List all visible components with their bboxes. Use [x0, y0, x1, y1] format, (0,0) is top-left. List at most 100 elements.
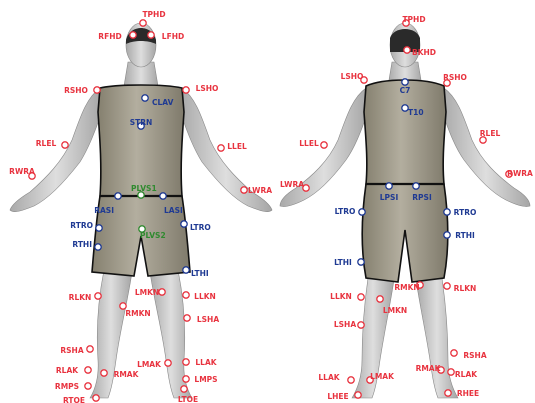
back-marker-rmkn: RMKN — [394, 282, 423, 292]
back-marker-llkn: LLKN — [330, 292, 364, 301]
back-marker-label-rhee: RHEE — [457, 389, 479, 398]
front-marker-label-tphd: TPHD — [142, 10, 165, 19]
front-marker-lmak: LMAK — [137, 360, 171, 369]
back-marker-lmak: LMAK — [367, 372, 395, 383]
front-marker-label-lthi: LTHI — [191, 269, 209, 278]
back-marker-dot-rlkn — [444, 283, 450, 289]
front-marker-dot-lmak — [165, 360, 171, 366]
back-marker-rlak: RLAK — [448, 369, 478, 379]
markers-layer: TPHDRFHDLFHDRSHOLSHOCLAVSTRNRLELLLELRWRA… — [9, 10, 533, 403]
front-marker-rwra: RWRA — [9, 167, 35, 179]
front-marker-label-rfhd: RFHD — [98, 32, 121, 41]
back-marker-label-c7: C7 — [400, 86, 411, 95]
back-marker-tphd: TPHD — [402, 15, 425, 26]
back-marker-label-lsho: LSHO — [341, 72, 364, 81]
front-marker-dot-rasi — [115, 193, 121, 199]
front-marker-label-lmkn: LMKN — [135, 288, 159, 297]
front-marker-lsha: LSHA — [184, 315, 220, 324]
back-marker-label-llkn: LLKN — [330, 292, 352, 301]
back-marker-rsha: RSHA — [451, 350, 487, 360]
front-marker-label-lwra: LWRA — [248, 186, 272, 195]
back-marker-label-rsho: RSHO — [443, 73, 467, 82]
back-marker-dot-lpsi — [386, 183, 392, 189]
front-marker-dot-rlak — [85, 367, 91, 373]
front-marker-label-rtro: RTRO — [70, 221, 93, 230]
back-marker-dot-rpsi — [413, 183, 419, 189]
back-marker-lsho: LSHO — [341, 72, 368, 83]
front-figure — [10, 23, 272, 398]
back-marker-label-lsha: LSHA — [334, 320, 356, 329]
front-marker-dot-rlkn — [95, 293, 101, 299]
back-right-lower-leg — [416, 278, 458, 398]
front-marker-label-lsha: LSHA — [197, 315, 219, 324]
front-marker-dot-llak — [183, 359, 189, 365]
front-marker-label-rlkn: RLKN — [69, 293, 92, 302]
back-torso-suit — [364, 80, 446, 184]
front-marker-label-plvs2: PLVS2 — [140, 231, 166, 240]
back-marker-dot-llkn — [358, 294, 364, 300]
back-marker-label-rlel: RLEL — [480, 129, 501, 138]
front-marker-label-strn: STRN — [130, 118, 153, 127]
front-marker-dot-rlel — [62, 142, 68, 148]
front-marker-label-plvs1: PLVS1 — [131, 184, 157, 193]
front-marker-dot-rsha — [87, 346, 93, 352]
back-marker-label-bkhd: BKHD — [412, 48, 436, 57]
back-marker-rlkn: RLKN — [444, 283, 477, 293]
back-marker-dot-ltro — [359, 209, 365, 215]
front-marker-label-rlel: RLEL — [36, 139, 57, 148]
front-marker-dot-clav — [142, 95, 148, 101]
front-marker-lmps: LMPS — [183, 375, 218, 384]
front-marker-llel: LLEL — [218, 142, 247, 151]
back-marker-label-lwra: LWRA — [280, 180, 304, 189]
front-marker-label-lsho: LSHO — [196, 84, 219, 93]
front-marker-label-rmkn: RMKN — [125, 309, 150, 318]
front-marker-dot-rfhd — [130, 32, 136, 38]
front-marker-dot-ltro — [181, 221, 187, 227]
back-marker-dot-lsha — [358, 322, 364, 328]
front-marker-dot-lthi — [183, 267, 189, 273]
back-marker-label-llel: LLEL — [299, 139, 319, 148]
back-marker-dot-rsha — [451, 350, 457, 356]
front-marker-label-lmps: LMPS — [194, 375, 217, 384]
front-marker-dot-lmkn — [159, 289, 165, 295]
front-marker-dot-ltoe — [181, 386, 187, 392]
back-marker-rlel: RLEL — [480, 129, 501, 143]
back-marker-label-ltro: LTRO — [335, 207, 356, 216]
back-marker-label-rthi: RTHI — [455, 231, 475, 240]
front-marker-label-rasi: RASI — [94, 206, 114, 215]
back-marker-dot-lthi — [358, 259, 364, 265]
front-marker-label-rtoe: RTOE — [63, 396, 85, 403]
back-marker-label-llak: LLAK — [318, 373, 340, 382]
back-marker-dot-rthi — [444, 232, 450, 238]
back-marker-label-rsha: RSHA — [463, 351, 486, 360]
front-marker-rmps: RMPS — [55, 382, 91, 391]
back-marker-dot-bkhd — [404, 47, 410, 53]
front-marker-lthi: LTHI — [183, 267, 209, 278]
back-right-arm — [442, 88, 530, 207]
front-marker-dot-llkn — [183, 292, 189, 298]
front-marker-dot-lsho — [183, 87, 189, 93]
front-marker-dot-rmps — [85, 383, 91, 389]
back-marker-lsha: LSHA — [334, 320, 364, 329]
front-marker-dot-tphd — [140, 20, 146, 26]
front-marker-ltoe: LTOE — [178, 386, 198, 403]
front-marker-lsho: LSHO — [183, 84, 219, 93]
front-marker-rsha: RSHA — [60, 346, 93, 355]
front-marker-label-llak: LLAK — [195, 358, 217, 367]
back-marker-llak: LLAK — [318, 373, 354, 383]
back-marker-label-rlkn: RLKN — [454, 284, 477, 293]
back-marker-dot-lmkn — [377, 296, 383, 302]
front-marker-llak: LLAK — [183, 358, 218, 367]
back-marker-c7: C7 — [400, 79, 411, 95]
front-marker-rlel: RLEL — [36, 139, 68, 148]
front-marker-llkn: LLKN — [183, 292, 216, 301]
back-marker-rmak: RMAK — [416, 364, 445, 373]
front-marker-label-rthi: RTHI — [72, 240, 92, 249]
front-marker-dot-lmps — [183, 376, 189, 382]
back-marker-label-lhee: LHEE — [327, 392, 348, 401]
back-marker-dot-c7 — [402, 79, 408, 85]
back-marker-label-rmak: RMAK — [416, 364, 442, 373]
front-marker-rmkn: RMKN — [120, 303, 151, 318]
